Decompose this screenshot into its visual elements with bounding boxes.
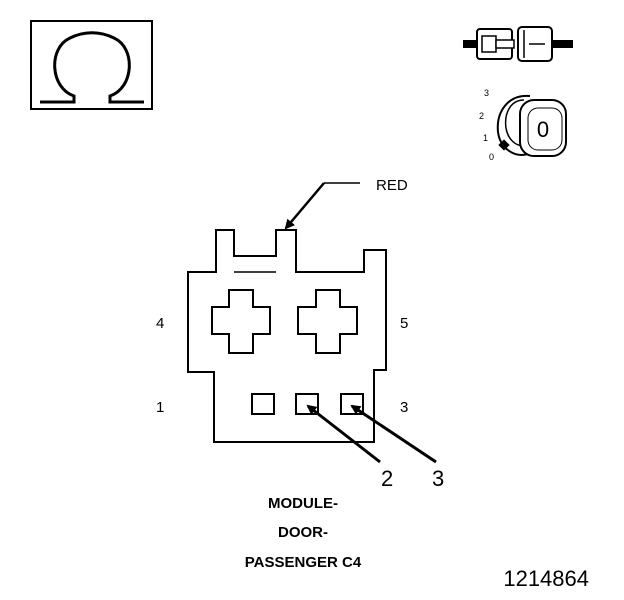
terminal-callout-3: 3 (432, 466, 444, 491)
key-symbol-label: 0 (537, 117, 549, 142)
connector-name-line-3: PASSENGER C4 (245, 554, 362, 571)
wire-color-label: RED (376, 177, 408, 194)
terminal-3-arrow (350, 404, 437, 464)
pin-label-3: 3 (400, 399, 408, 416)
pin-label-1: 1 (156, 399, 164, 416)
pin-label-5: 5 (400, 315, 408, 332)
pin-label-4: 4 (156, 315, 164, 332)
connector-name-line-1: MODULE- (268, 495, 338, 512)
connector-name-line-2: DOOR- (278, 524, 328, 541)
red-wire-callout (284, 182, 360, 230)
key-position-0: 0 (489, 152, 494, 162)
key-position-1: 1 (483, 133, 488, 143)
ignition-key-off-icon (496, 94, 567, 157)
connector-body (187, 229, 387, 443)
key-position-2: 2 (479, 111, 484, 121)
cavity-4 (211, 289, 271, 354)
terminal-callout-2: 2 (381, 466, 393, 491)
connector-disconnected-icon (463, 26, 573, 62)
cavity-5 (297, 289, 358, 354)
omega-symbol-icon (30, 20, 153, 110)
terminal-2-arrow (306, 404, 381, 464)
cavity-1 (251, 393, 275, 415)
key-position-3: 3 (484, 88, 489, 98)
figure-number: 1214864 (503, 566, 589, 591)
